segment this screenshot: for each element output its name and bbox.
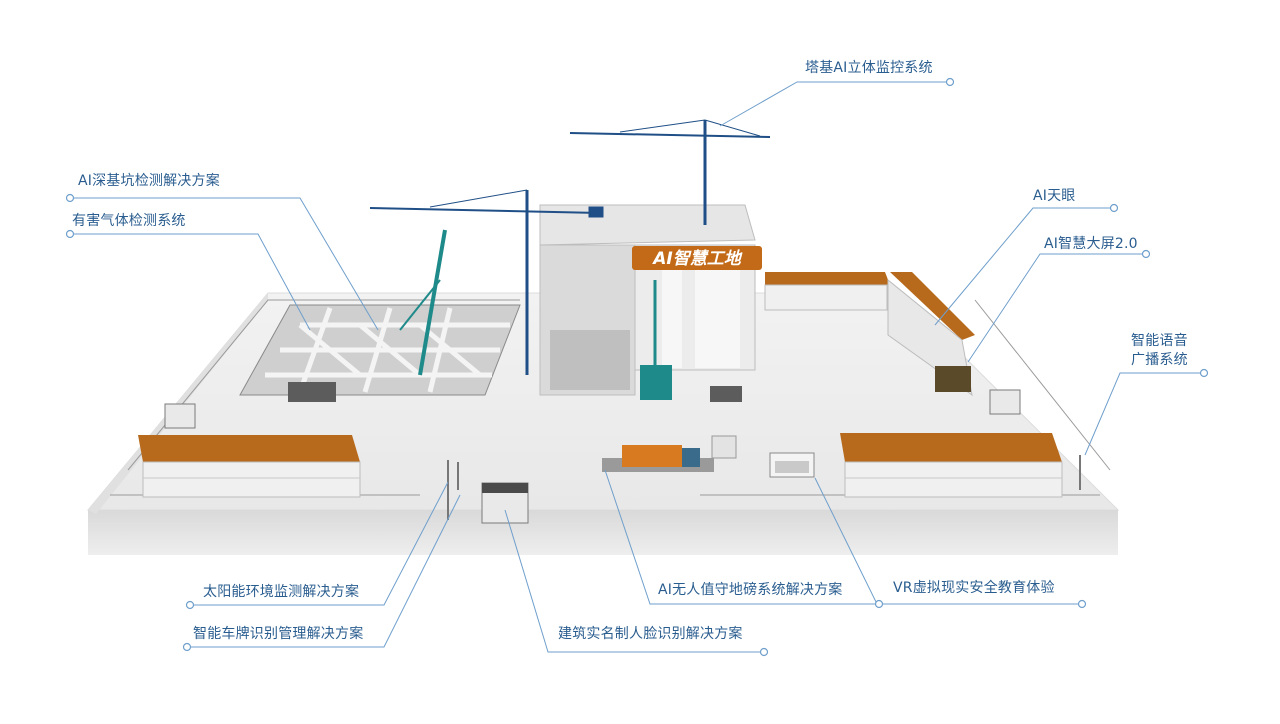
label-face-recognition: 建筑实名制人脸识别解决方案 <box>558 626 743 642</box>
crawler-crane-center <box>640 280 672 400</box>
dormitory-right-side <box>887 272 975 397</box>
leader-dot-gas <box>65 229 75 239</box>
label-ai-big-screen: AI智慧大屏2.0 <box>1044 236 1138 252</box>
leader-dot-tower-crane <box>945 77 955 87</box>
leader-dot-deep-pit <box>65 193 75 203</box>
tower-crane-right <box>569 119 771 225</box>
excavation-pit <box>239 304 521 396</box>
leader-tower-crane <box>719 81 950 127</box>
leader-dot-broadcast <box>1199 368 1209 378</box>
leader-weighbridge <box>604 469 879 605</box>
leader-dot-sky-eye <box>1109 203 1119 213</box>
label-solar-env-monitoring: 太阳能环境监测解决方案 <box>203 584 360 600</box>
dormitory-right-front <box>840 433 1063 498</box>
guard-booth-left <box>164 403 196 429</box>
label-ai-sky-eye: AI天眼 <box>1033 188 1076 204</box>
tower-crane-left <box>369 189 604 375</box>
leader-dot-weighbridge <box>874 599 884 609</box>
dormitory-back <box>764 272 890 311</box>
leader-dot-big-screen <box>1141 249 1151 259</box>
vr-booth <box>769 452 815 478</box>
leader-dot-vr <box>1077 599 1087 609</box>
leader-sky-eye <box>934 207 1114 326</box>
site-sign-text: AI智慧工地 <box>651 249 742 269</box>
leader-face <box>504 509 764 653</box>
label-weighbridge: AI无人值守地磅系统解决方案 <box>658 582 843 598</box>
dormitory-left <box>138 435 361 498</box>
leader-lines <box>65 77 1209 657</box>
leader-gas <box>70 233 311 331</box>
label-tower-crane-monitoring: 塔基AI立体监控系统 <box>805 60 933 76</box>
leader-broadcast <box>1084 372 1204 456</box>
leader-deep-pit <box>70 197 379 331</box>
label-deep-pit-detection: AI深基坑检测解决方案 <box>78 173 220 189</box>
label-voice-broadcast-line1: 智能语音 <box>1131 333 1188 349</box>
label-harmful-gas-detection: 有害气体检测系统 <box>72 213 186 229</box>
leader-dot-plate <box>182 642 192 652</box>
label-plate-recognition: 智能车牌识别管理解决方案 <box>193 626 364 642</box>
leader-plate <box>187 494 461 648</box>
env-monitor-pole <box>447 460 459 520</box>
label-vr-safety: VR虚拟现实安全教育体验 <box>893 580 1055 596</box>
guard-booth-right <box>989 389 1021 415</box>
excavator-truck <box>288 382 742 402</box>
leader-dot-solar-env <box>185 600 195 610</box>
label-voice-broadcast-line2: 广播系统 <box>1131 352 1188 368</box>
site-sign: AI智慧工地 <box>632 246 762 270</box>
crawler-crane-left <box>399 229 447 376</box>
leader-big-screen <box>967 253 1146 363</box>
leader-solar-env <box>190 481 449 606</box>
leader-dot-face <box>759 647 769 657</box>
face-recognition-gate <box>481 482 529 524</box>
weighbridge-truck <box>602 435 737 472</box>
